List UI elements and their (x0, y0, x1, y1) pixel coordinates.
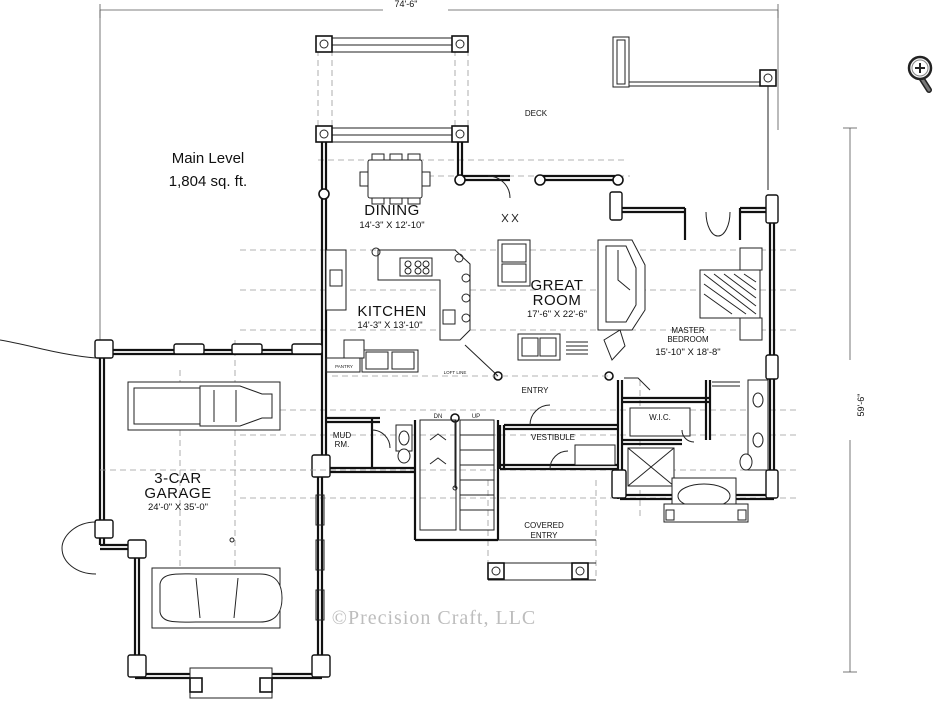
covered-entry (487, 539, 596, 581)
garage-truck (127, 381, 281, 431)
garage-dims: 24'-0" X 35'-0" (148, 502, 208, 513)
wic-label: W.I.C. (649, 413, 671, 422)
dining-dims: 14'-3" X 12'-10" (359, 220, 424, 231)
garage-label-line2: GARAGE (144, 485, 211, 502)
pantry-label: PANTRY (335, 364, 353, 369)
master-label-line1: MASTER (671, 326, 705, 335)
garage-car (151, 567, 283, 629)
dining-table (359, 153, 431, 205)
overall-depth-label: 59'-6" (856, 394, 866, 417)
kitchen-island (371, 247, 471, 341)
great-room-label-line1: GREAT (530, 277, 583, 294)
level-title: Main Level (172, 150, 245, 167)
great-room-dims: 17'-6" X 22'-6" (527, 309, 587, 320)
stair (419, 419, 495, 531)
kitchen-label: KITCHEN (357, 303, 426, 320)
dimension-lines (99, 4, 857, 673)
level-area: 1,804 sq. ft. (169, 173, 247, 190)
magnifier-plus-icon[interactable] (907, 55, 933, 93)
master-dims: 15'-10" X 18'-8" (655, 347, 720, 358)
deck-label: DECK (525, 109, 548, 118)
master-label-line2: BEDROOM (667, 335, 709, 344)
great-room-label-line2: ROOM (533, 292, 582, 309)
covered-entry-label-line2: ENTRY (531, 531, 559, 540)
log-corners (94, 191, 779, 678)
dining-label: DINING (364, 202, 420, 219)
covered-entry-label-line1: COVERED (524, 521, 564, 530)
watermark: ©Precision Craft, LLC (332, 607, 537, 629)
fireplace (597, 239, 646, 361)
mud-room-label-line2: RM. (335, 440, 350, 449)
garage-side-posts (315, 494, 325, 621)
grid-lines (179, 40, 800, 600)
overall-width-label: 74'-6" (395, 0, 418, 9)
loft-line-label: LOFT LINE (444, 370, 467, 375)
garage-label-line1: 3-CAR (154, 470, 202, 487)
vestibule-label: VESTIBULE (531, 433, 575, 442)
stair-up-label: UP (472, 414, 480, 420)
master-bath (622, 377, 769, 523)
deck-pergola (315, 35, 777, 190)
kitchen-counters (325, 249, 419, 373)
mud-room-label-line1: MUD (333, 431, 351, 440)
entry-label: ENTRY (522, 386, 550, 395)
round-posts (318, 174, 624, 423)
great-room-furniture (497, 213, 588, 361)
kitchen-dims: 14'-3" X 13'-10" (357, 320, 422, 331)
master-bed (699, 247, 763, 341)
stair-down-label: DN (434, 414, 443, 420)
